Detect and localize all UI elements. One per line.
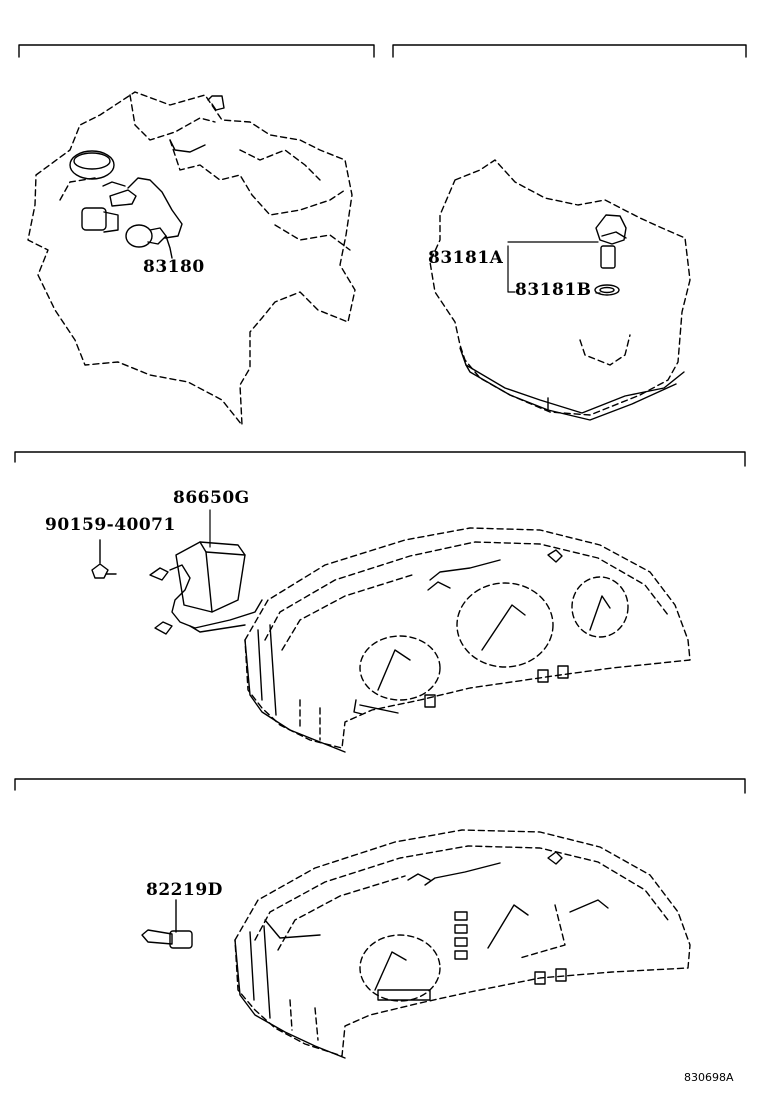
- transmission-b-pan: [459, 347, 685, 421]
- section-divider-top-right: [392, 44, 747, 58]
- speed-sensor-83180: [69, 150, 183, 259]
- part-label-83180: 83180: [143, 257, 205, 277]
- meter-middle-details: [244, 549, 611, 753]
- meter-housing-bottom: [234, 829, 691, 1057]
- section-divider-top-left: [18, 44, 375, 58]
- transmission-b-outline: [429, 159, 691, 416]
- transmission-a-outline: [27, 91, 356, 426]
- transmission-a-detail: [169, 95, 225, 153]
- leader-lines-83181: [507, 241, 601, 294]
- circuit-board-86650g: [149, 541, 263, 635]
- part-label-82219d: 82219D: [146, 880, 223, 900]
- speed-sensor-83181: [594, 214, 627, 296]
- part-label-83181a: 83181A: [428, 248, 504, 268]
- screw-90159-40071: [91, 539, 117, 579]
- part-label-83181b: 83181B: [515, 280, 592, 300]
- part-label-86650g: 86650G: [173, 488, 250, 508]
- section-divider-bottom: [14, 778, 746, 794]
- meter-bottom-details: [234, 851, 609, 1059]
- meter-housing-middle: [244, 527, 691, 749]
- part-label-90159-40071: 90159-40071: [45, 515, 176, 535]
- bulb-82219d: [141, 899, 193, 949]
- diagram-reference-number: 830698A: [684, 1071, 734, 1084]
- section-divider-middle: [14, 451, 746, 467]
